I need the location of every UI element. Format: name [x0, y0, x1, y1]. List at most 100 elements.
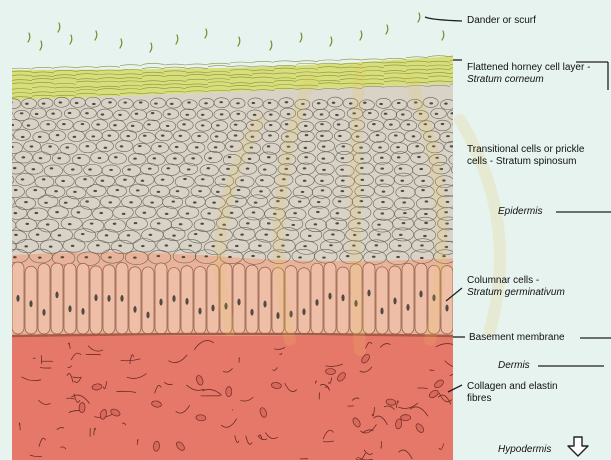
cell-nucleus — [38, 136, 42, 138]
cell-nucleus — [304, 156, 308, 158]
cell-nucleus — [397, 156, 401, 158]
cell-nucleus — [101, 180, 105, 182]
cell-nucleus — [35, 212, 39, 214]
cell-nucleus — [99, 212, 103, 214]
cell-nucleus — [1, 201, 5, 203]
corneum-cell — [186, 64, 208, 65]
cell-nucleus — [14, 212, 18, 214]
cell-nucleus — [442, 255, 446, 257]
cell-nucleus — [171, 200, 175, 202]
cell-nucleus — [424, 213, 428, 215]
cell-nucleus — [444, 103, 448, 105]
cell-nucleus — [123, 101, 127, 103]
cell-nucleus — [123, 179, 127, 181]
corneum-cell — [230, 62, 252, 63]
columnar-cell — [64, 263, 76, 334]
cell-nucleus — [86, 145, 90, 147]
cell-nucleus — [85, 200, 89, 202]
cell-nucleus — [420, 244, 424, 246]
cell-nucleus — [320, 135, 324, 137]
cell-nucleus — [249, 146, 253, 148]
cell-nucleus — [322, 146, 326, 148]
cell-nucleus — [374, 244, 378, 246]
cell-nucleus — [454, 156, 458, 158]
cell-nucleus — [151, 112, 155, 114]
cell-nucleus — [73, 136, 77, 138]
cell-nucleus — [401, 113, 405, 115]
cell-nucleus — [401, 190, 405, 192]
cell-nucleus — [81, 123, 85, 125]
cell-nucleus — [420, 257, 424, 259]
cell-nucleus — [62, 123, 66, 125]
cell-nucleus — [25, 223, 29, 225]
cell-nucleus — [187, 101, 191, 103]
cell-nucleus — [92, 103, 96, 105]
columnar-cell — [207, 264, 219, 334]
cell-nucleus — [207, 212, 211, 214]
cell-nucleus — [153, 157, 157, 159]
cell-nucleus — [381, 212, 385, 214]
cell-nucleus — [185, 114, 189, 116]
cell-nucleus — [421, 189, 425, 191]
dander-flake — [28, 33, 30, 42]
cell-nucleus — [380, 179, 384, 181]
dander-flake — [40, 41, 42, 50]
corneum-cell — [208, 63, 230, 64]
cell-nucleus — [341, 179, 345, 181]
corneum-cell — [142, 68, 164, 69]
corneum-cell — [296, 63, 318, 64]
cell-nucleus — [157, 255, 161, 257]
cell-nucleus — [425, 200, 429, 202]
columnar-cell — [350, 264, 362, 334]
cell-nucleus — [459, 168, 463, 170]
cell-nucleus — [161, 135, 165, 137]
cell-nucleus — [228, 156, 232, 158]
cell-nucleus — [360, 167, 364, 169]
cell-nucleus — [402, 222, 406, 224]
cell-nucleus — [397, 102, 401, 104]
cell-nucleus — [415, 145, 419, 147]
cell-nucleus — [379, 103, 383, 105]
cell-nucleus — [389, 124, 393, 126]
cell-nucleus — [120, 145, 124, 147]
cell-nucleus — [273, 213, 277, 215]
cell-nucleus — [27, 124, 31, 126]
columnar-cell — [51, 263, 63, 334]
cell-nucleus — [230, 146, 234, 148]
cell-nucleus — [21, 136, 25, 138]
fibroblast-cell — [226, 387, 232, 397]
cell-nucleus — [289, 311, 292, 318]
cell-nucleus — [335, 222, 339, 224]
cell-nucleus — [308, 235, 312, 237]
cell-nucleus — [58, 234, 62, 236]
cell-nucleus — [429, 102, 433, 104]
cell-nucleus — [1, 223, 5, 225]
collagen-label-line2: fibres — [467, 393, 558, 405]
cell-nucleus — [414, 101, 418, 103]
cell-nucleus — [107, 295, 110, 302]
cell-nucleus — [269, 124, 273, 126]
cell-nucleus — [317, 201, 321, 203]
cell-nucleus — [444, 189, 448, 191]
cell-nucleus — [56, 134, 60, 136]
cell-nucleus — [16, 295, 19, 302]
cell-nucleus — [226, 168, 230, 170]
dander-flake — [176, 35, 178, 44]
cell-nucleus — [287, 146, 291, 148]
cell-nucleus — [419, 168, 423, 170]
cell-nucleus — [172, 234, 176, 236]
columnar-cell — [259, 267, 271, 334]
cell-nucleus — [44, 202, 48, 204]
cell-nucleus — [352, 244, 356, 246]
spinosum-cell — [453, 119, 469, 130]
cell-nucleus — [38, 257, 42, 259]
germinativum-label-line1: Columnar cells - — [467, 275, 565, 287]
cell-nucleus — [147, 123, 151, 125]
cell-nucleus — [287, 113, 291, 115]
cell-nucleus — [321, 189, 325, 191]
cell-nucleus — [396, 256, 400, 258]
cell-nucleus — [201, 114, 205, 116]
columnar-cell — [129, 267, 141, 334]
columnar-cell — [142, 267, 154, 334]
